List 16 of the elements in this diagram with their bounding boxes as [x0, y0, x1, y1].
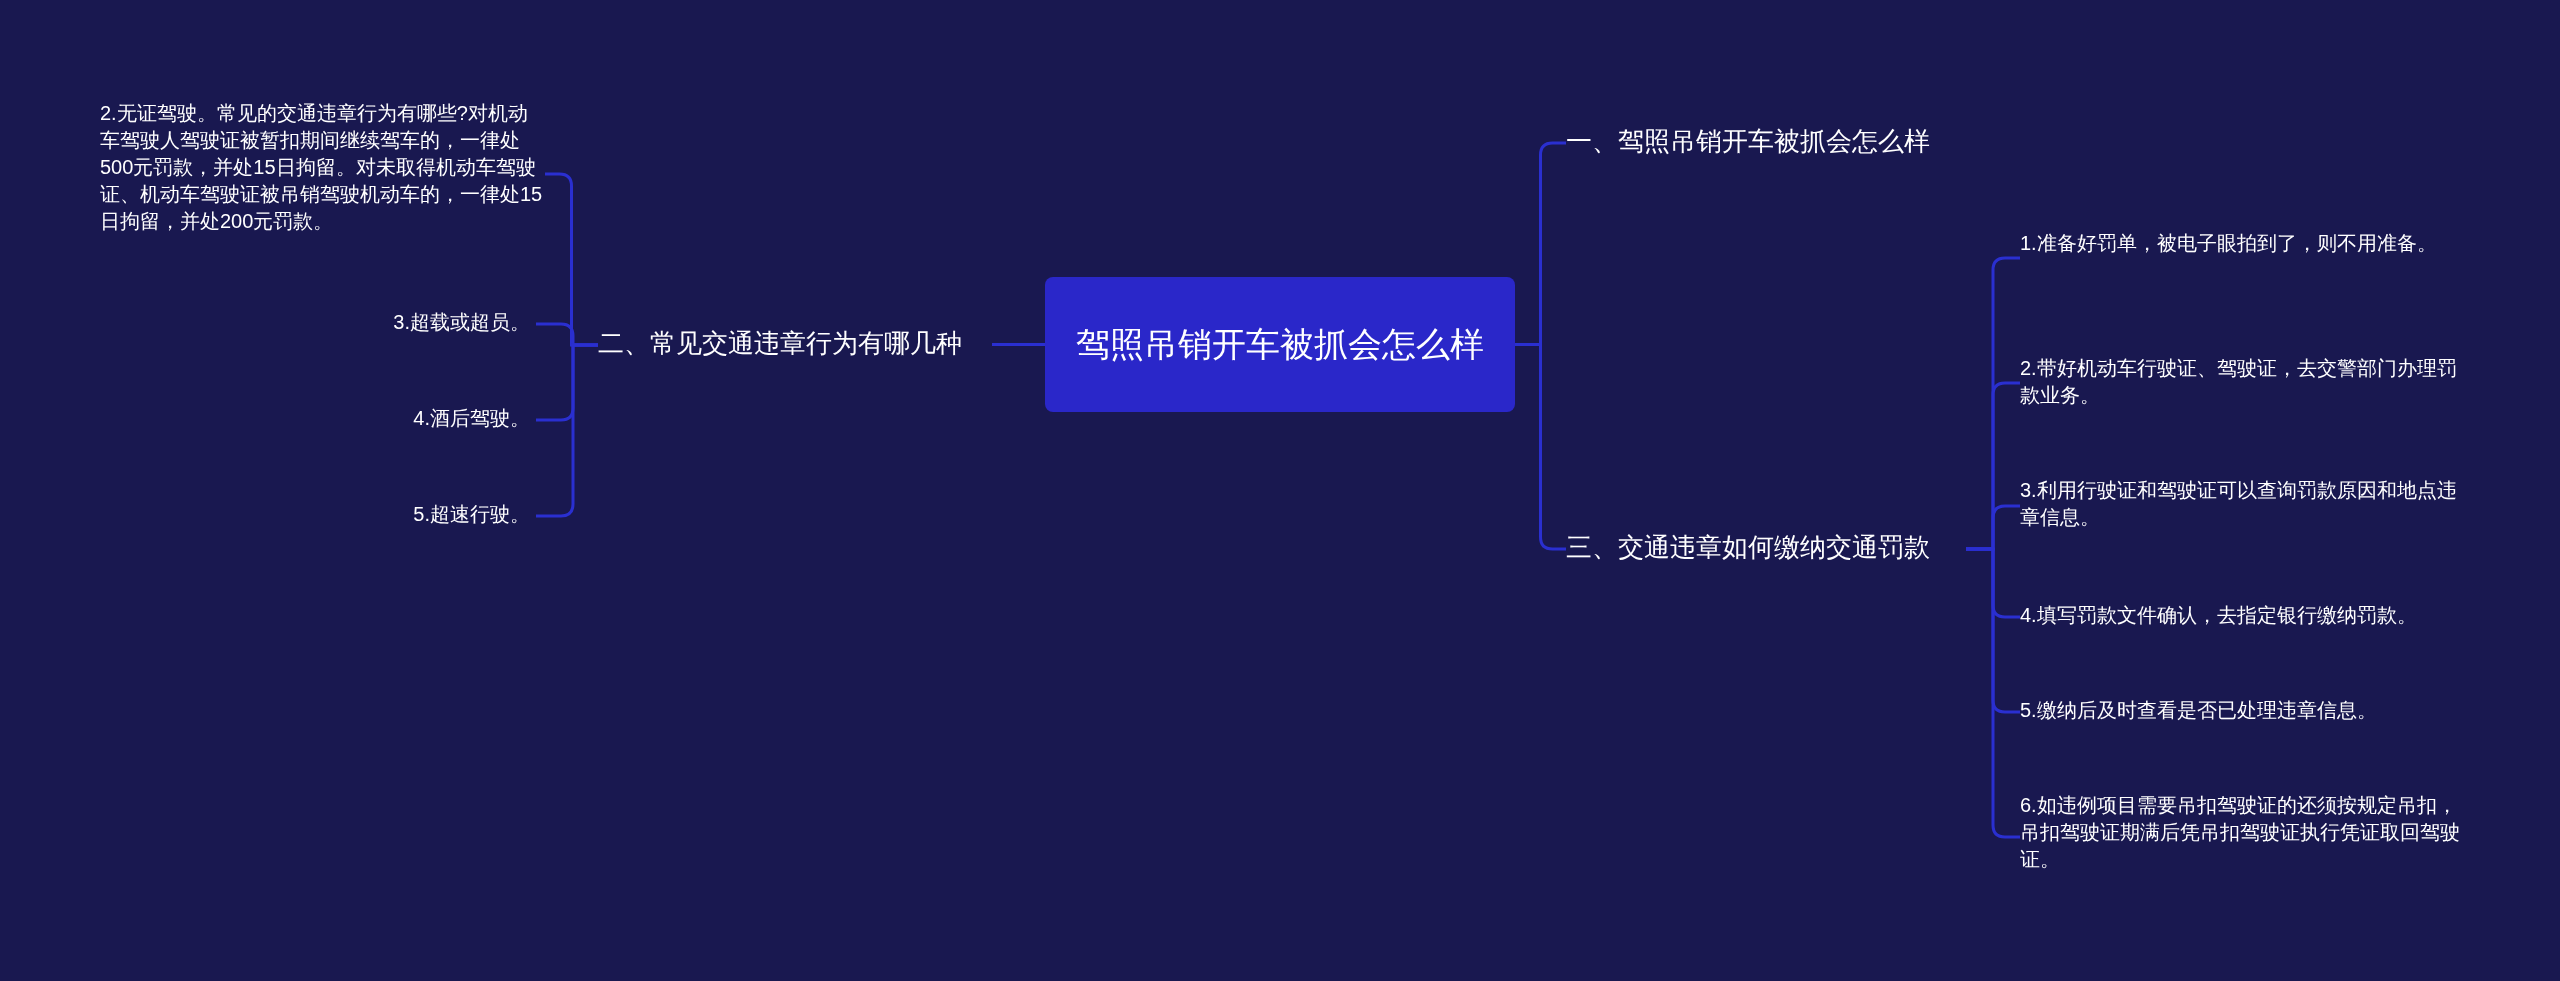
leaf-text: 3.利用行驶证和驾驶证可以查询罚款原因和地点违章信息。 — [2020, 477, 2470, 537]
branch-text: 二、常见交通违章行为有哪几种 — [598, 326, 992, 364]
connector — [536, 343, 598, 518]
leaf-text: 4.填写罚款文件确认，去指定银行缴纳罚款。 — [2020, 602, 2470, 632]
leaf-text: 2.带好机动车行驶证、驾驶证，去交警部门办理罚款业务。 — [2020, 355, 2470, 415]
leaf-text: 6.如违例项目需要吊扣驾驶证的还须按规定吊扣，吊扣驾驶证期满后凭吊扣驾驶证执行凭证取回驾驶证。 — [2020, 792, 2470, 882]
leaf-text: 3.超载或超员。 — [300, 309, 530, 339]
leaf-text: 5.超速行驶。 — [300, 501, 530, 531]
leaf-text: 2.无证驾驶。常见的交通违章行为有哪些?对机动车驾驶人驾驶证被暂扣期间继续驾车的，一律处500元罚款，并处15日拘留。对未取得机动车驾驶证、机动车驾驶证被吊销驾驶机动车的，一律处15日拘留，并处200元罚款。 — [100, 100, 545, 246]
leaf-text: 5.缴纳后及时查看是否已处理违章信息。 — [2020, 697, 2470, 727]
topic-box: 驾照吊销开车被抓会怎么样 — [1045, 277, 1515, 412]
branch-text: 一、驾照吊销开车被抓会怎么样 — [1566, 124, 1966, 162]
leaf-text: 1.准备好罚单，被电子眼拍到了，则不用准备。 — [2020, 230, 2470, 290]
leaf-text: 4.酒后驾驶。 — [300, 405, 530, 435]
connector — [992, 343, 1045, 346]
branch-text: 三、交通违章如何缴纳交通罚款 — [1566, 530, 1966, 568]
